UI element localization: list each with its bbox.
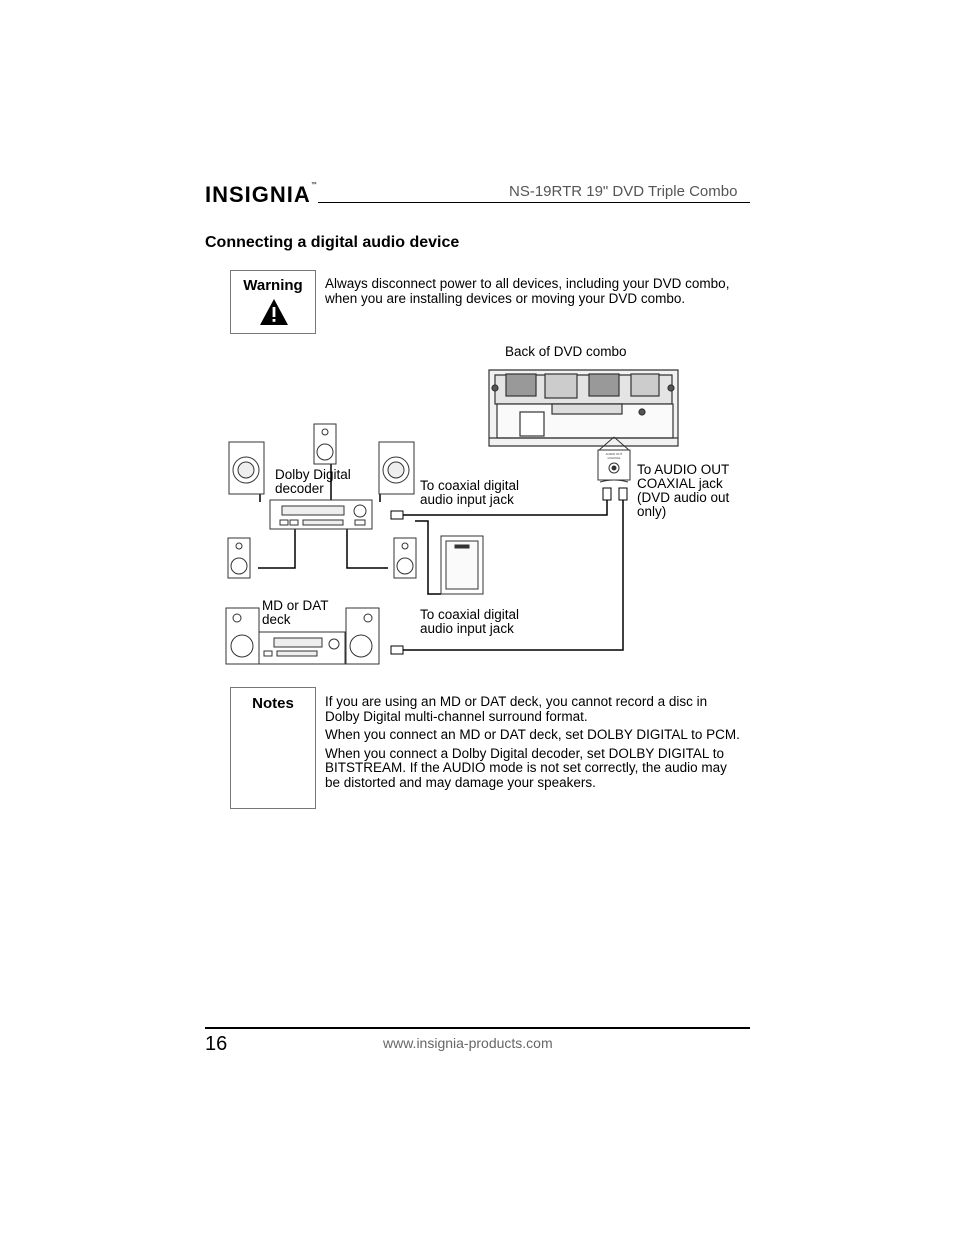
md-dat-deck: [225, 607, 380, 665]
section-title: Connecting a digital audio device: [205, 234, 460, 251]
jack-tiny-label-2: COAXIAL: [607, 456, 620, 460]
dolby-label-line2: decoder: [275, 481, 324, 496]
coax1-label-line1: To coaxial digital: [420, 478, 519, 493]
dolby-label-line1: Dolby Digital: [275, 467, 351, 482]
note-item: If you are using an MD or DAT deck, you …: [325, 694, 708, 724]
audio-out-label-line4: only): [637, 504, 666, 519]
warning-triangle-icon: [260, 299, 288, 325]
audio-out-coaxial-jack: AUDIO OUT COAXIAL: [597, 436, 631, 483]
rca-plugs: [390, 487, 628, 655]
subwoofer: [440, 535, 484, 595]
dvd-combo-back: [488, 369, 679, 447]
footer-url: www.insignia-products.com: [383, 1035, 553, 1051]
speaker-rear-right: [393, 537, 417, 579]
header-rule: [318, 202, 750, 203]
speaker-rear-left: [227, 537, 251, 579]
insignia-logo: INSIGNIA™: [205, 182, 318, 208]
connection-diagram: AUDIO OUT COAXIAL: [225, 344, 730, 665]
notes-label: Notes: [252, 695, 294, 712]
audio-out-label-line1: To AUDIO OUT: [637, 462, 729, 477]
coax1-label-line2: audio input jack: [420, 492, 514, 507]
warning-label: Warning: [243, 277, 303, 294]
speaker-center: [313, 423, 337, 465]
dolby-digital-decoder: [269, 499, 373, 530]
md-label-line2: deck: [262, 612, 291, 627]
page-number: 16: [205, 1033, 228, 1055]
note-item: When you connect an MD or DAT deck, set …: [325, 727, 740, 742]
footer-rule: [205, 1027, 750, 1029]
back-of-dvd-label: Back of DVD combo: [505, 344, 627, 359]
speaker-front-left: [228, 441, 265, 495]
coax2-label-line2: audio input jack: [420, 621, 514, 636]
warning-box: Warning: [230, 270, 316, 334]
audio-out-label-line2: COAXIAL jack: [637, 476, 723, 491]
audio-out-label-line3: (DVD audio out: [637, 490, 730, 505]
speaker-front-right: [378, 441, 415, 495]
header-title: NS-19RTR 19" DVD Triple Combo: [509, 183, 738, 200]
notes-box: Notes: [230, 687, 316, 809]
note-item: When you connect a Dolby Digital decoder…: [325, 745, 727, 790]
jack-tiny-label-1: AUDIO OUT: [606, 452, 623, 456]
md-label-line1: MD or DAT: [262, 598, 329, 613]
warning-text: Always disconnect power to all devices, …: [325, 276, 730, 306]
notes-list: If you are using an MD or DAT deck, you …: [325, 694, 745, 794]
coax2-label-line1: To coaxial digital: [420, 607, 519, 622]
logo-trademark: ™: [310, 182, 318, 188]
logo-text: INSIGNIA: [205, 182, 311, 207]
